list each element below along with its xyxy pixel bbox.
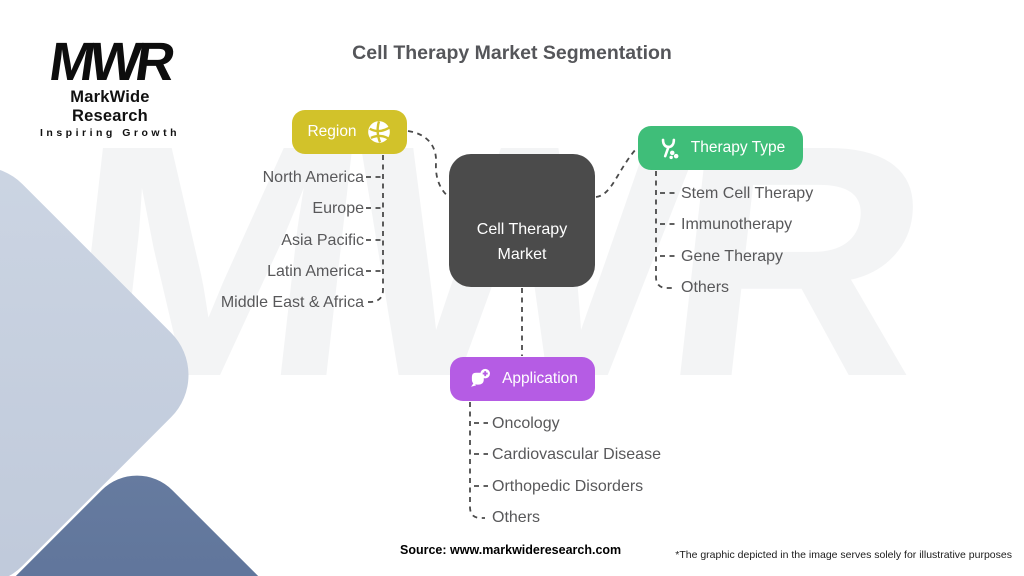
center-node-label-line2: Market [497, 246, 547, 263]
application-item: Others [492, 509, 541, 526]
page-title: Cell Therapy Market Segmentation [352, 42, 672, 64]
disclaimer-note: *The graphic depicted in the image serve… [675, 549, 1012, 561]
center-node: Cell Therapy Market [449, 154, 595, 287]
flask-icon [471, 368, 491, 387]
region-item: Middle East & Africa [220, 294, 364, 311]
branch-application-label: Application [502, 370, 578, 387]
center-node-label-line1: Cell Therapy [476, 221, 568, 238]
application-item: Cardiovascular Disease [492, 446, 661, 463]
application-item: Oncology [492, 415, 560, 432]
therapy-type-item: Immunotherapy [681, 216, 793, 233]
globe-icon [367, 120, 390, 143]
connector-region-to-center [407, 130, 450, 198]
connector-center-to-therapy [595, 148, 637, 198]
source-credit: Source: www.markwideresearch.com [400, 543, 622, 557]
region-item: Asia Pacific [281, 232, 364, 249]
branch-therapy-type-button: Therapy Type [638, 126, 803, 170]
branch-therapy-type-label: Therapy Type [690, 139, 786, 156]
logo-name: MarkWide Research [70, 88, 150, 125]
therapy-type-item: Stem Cell Therapy [681, 185, 814, 202]
application-item: Orthopedic Disorders [492, 478, 644, 495]
connector-therapy-spine [655, 171, 672, 289]
logo-tagline: Inspiring Growth [40, 127, 180, 139]
region-item: North America [262, 169, 364, 186]
region-item: Europe [312, 200, 364, 217]
connector-region-spine [367, 155, 384, 303]
branch-application-button: Application [450, 357, 595, 401]
branch-region-button: Region [292, 110, 407, 154]
connector-application-spine [469, 402, 485, 519]
branch-region-label: Region [307, 123, 357, 140]
therapy-type-item: Others [681, 279, 730, 296]
brand-logo: MWR MarkWide Research Inspiring Growth [30, 32, 190, 139]
region-item: Latin America [267, 263, 364, 280]
stem-cell-icon [661, 138, 679, 160]
therapy-type-item: Gene Therapy [681, 248, 783, 265]
